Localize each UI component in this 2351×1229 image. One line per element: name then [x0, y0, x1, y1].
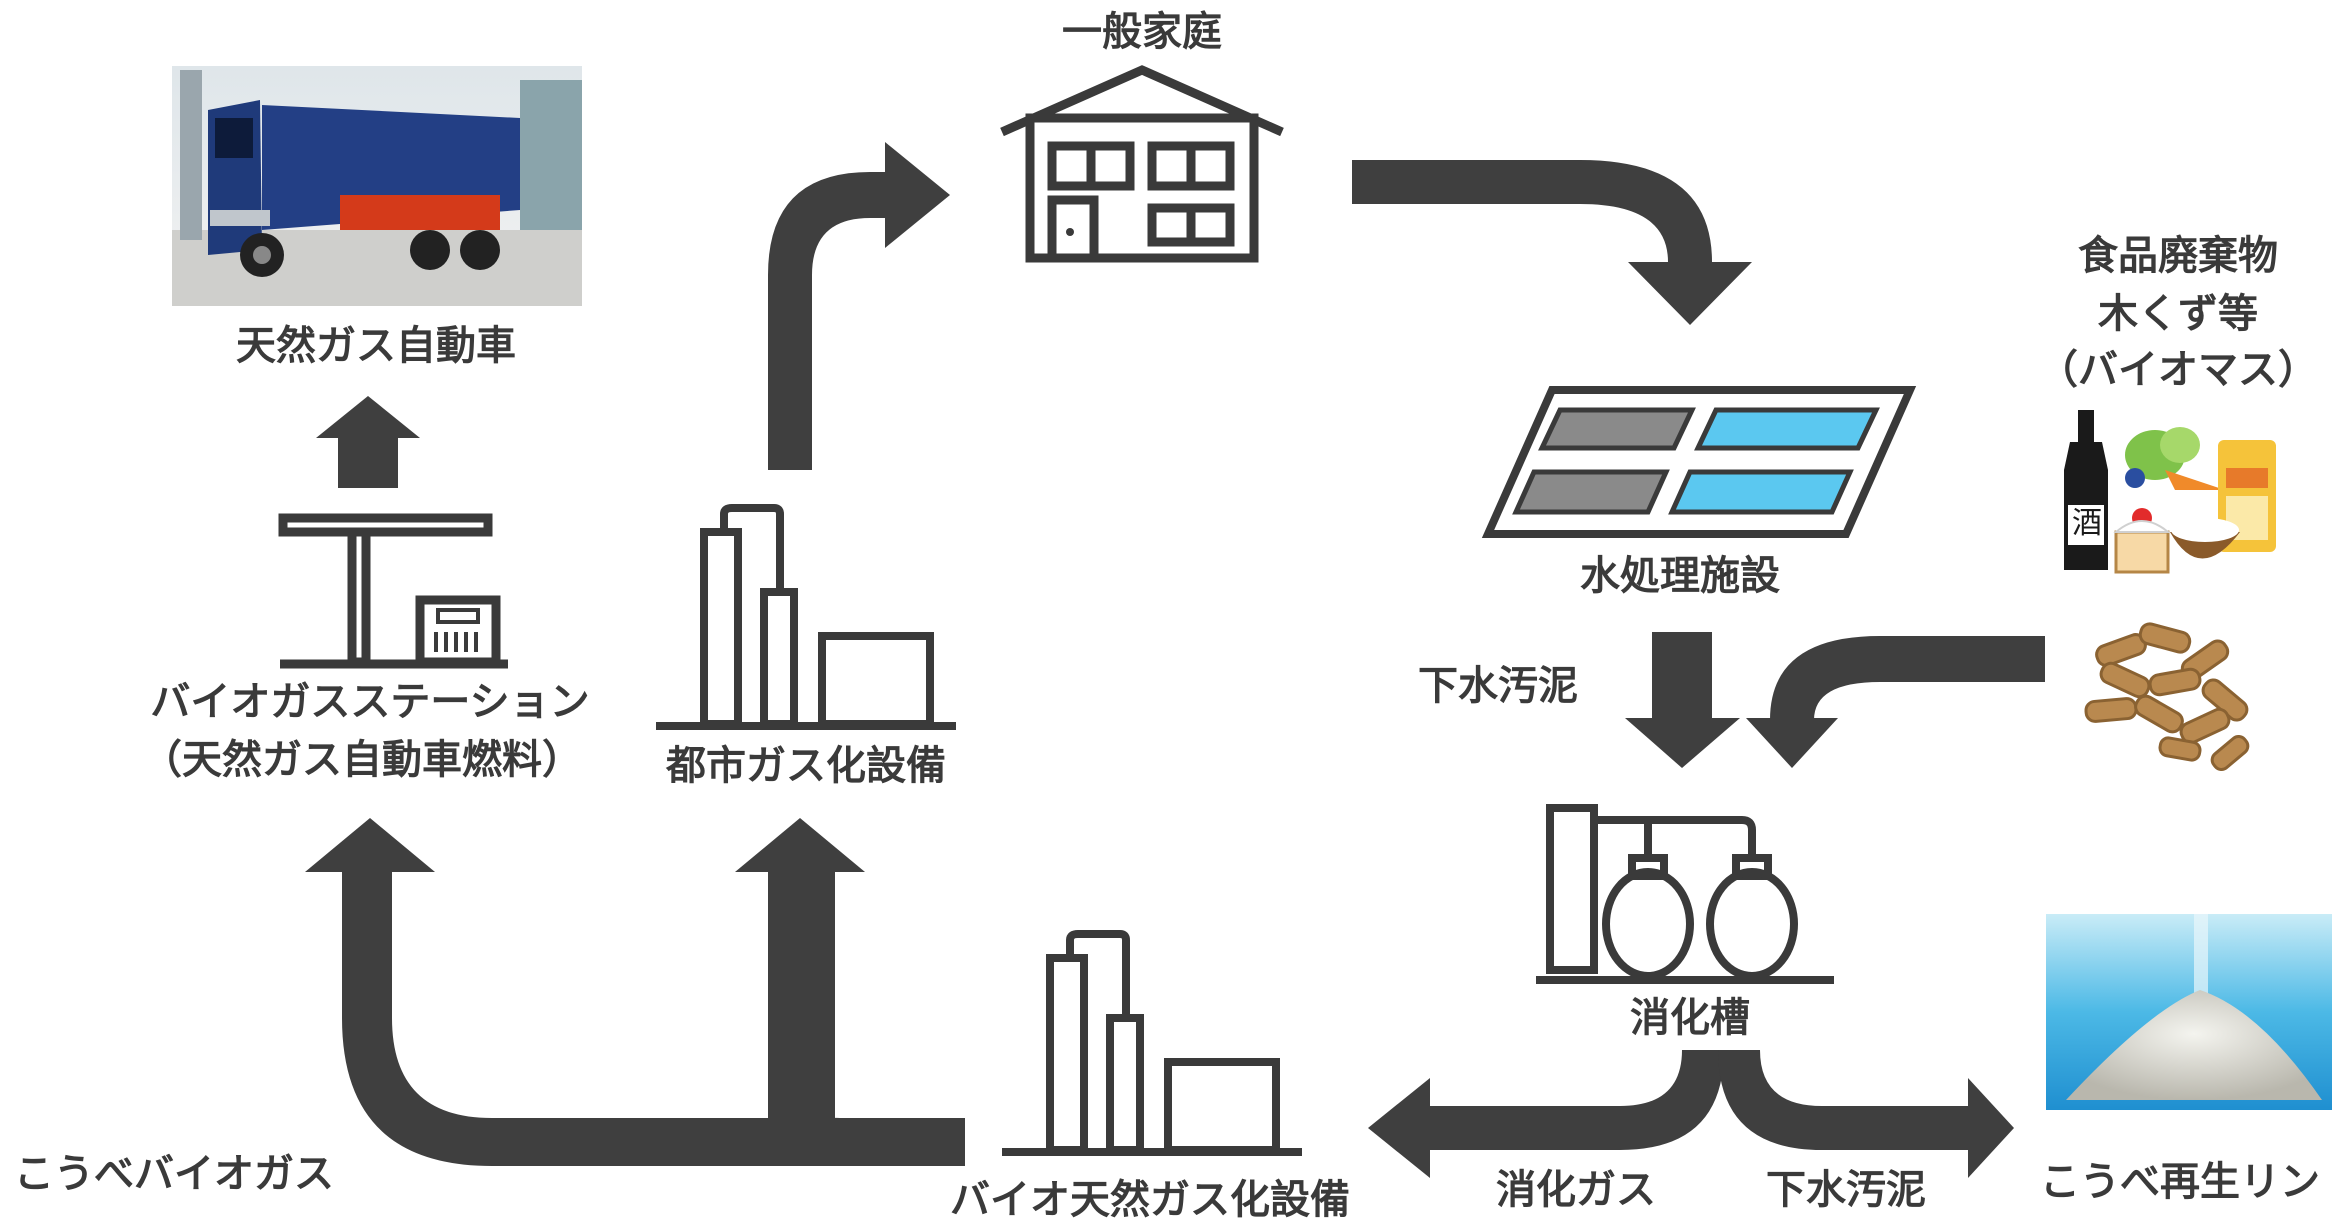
biomass-label-line3: （バイオマス） — [2038, 347, 2318, 393]
wood-pellets-illustration — [2084, 622, 2250, 771]
arrow-digester-to-bionat — [1430, 1050, 1724, 1150]
digestion-gas-label: 消化ガス — [1496, 1167, 1656, 1213]
arrow-digester-to-phos-head — [1968, 1078, 2014, 1178]
station-label-line2: （天然ガス自動車燃料） — [142, 737, 582, 783]
digester-icon — [1536, 804, 1834, 984]
arrow-household-to-water — [1352, 160, 1712, 262]
biomass-label-line2: 木くず等 — [2098, 291, 2258, 337]
food-waste-illustration — [2064, 410, 2276, 574]
phosphorus-label: こうべ再生リン — [2040, 1159, 2320, 1205]
biomass-label-line1: 食品廃棄物 — [2078, 233, 2278, 279]
station-display-icon — [434, 608, 480, 652]
arrow-digester-to-bionat-head — [1368, 1078, 1430, 1178]
arrow-household-to-water-head — [1628, 262, 1752, 325]
sewage-sludge-label-top: 下水汚泥 — [1418, 663, 1578, 709]
arrow-citygas-to-household-head — [885, 142, 950, 248]
water-treatment-label: 水処理施設 — [1580, 553, 1780, 599]
gas-station-icon — [278, 513, 508, 669]
arrow-bionat-to-citygas-head — [735, 818, 865, 872]
bio-natural-gas-label: バイオ天然ガス化設備 — [950, 1177, 1350, 1223]
sake-label: 酒 — [2072, 506, 2102, 541]
arrow-water-to-digester-head — [1625, 718, 1740, 768]
recycled-phosphorus-photo — [2046, 914, 2332, 1110]
arrow-citygas-to-household — [768, 172, 885, 470]
natural-gas-truck-photo — [172, 66, 582, 306]
sewage-sludge-label-bottom: 下水汚泥 — [1766, 1167, 1926, 1213]
arrows — [305, 142, 2045, 1178]
city-gas-label: 都市ガス化設備 — [666, 743, 946, 789]
bio-natural-gas-facility-icon — [1002, 930, 1302, 1156]
arrow-bionat-to-citygas-shaft — [768, 870, 835, 1120]
city-gas-facility-icon — [656, 504, 956, 730]
arrow-station-to-vehicle-head — [316, 396, 420, 438]
arrow-station-to-vehicle-shaft — [338, 438, 398, 488]
water-treatment-icon — [1481, 386, 1917, 538]
arrow-water-to-digester-shaft — [1652, 632, 1712, 718]
digester-label: 消化槽 — [1630, 995, 1750, 1041]
household-label: 一般家庭 — [1062, 9, 1222, 55]
arrow-bionat-to-station — [342, 870, 965, 1166]
house-icon — [1000, 65, 1284, 263]
arrow-digester-to-phos — [1718, 1050, 1968, 1150]
arrow-bionat-to-station-head — [305, 818, 435, 872]
vehicle-label: 天然ガス自動車 — [236, 323, 516, 369]
station-label-line1: バイオガスステーション — [150, 679, 590, 725]
arrow-biomass-to-digester-head — [1746, 718, 1838, 768]
biogas-label: こうべバイオガス — [14, 1151, 334, 1197]
arrow-biomass-to-digester — [1770, 636, 2045, 720]
